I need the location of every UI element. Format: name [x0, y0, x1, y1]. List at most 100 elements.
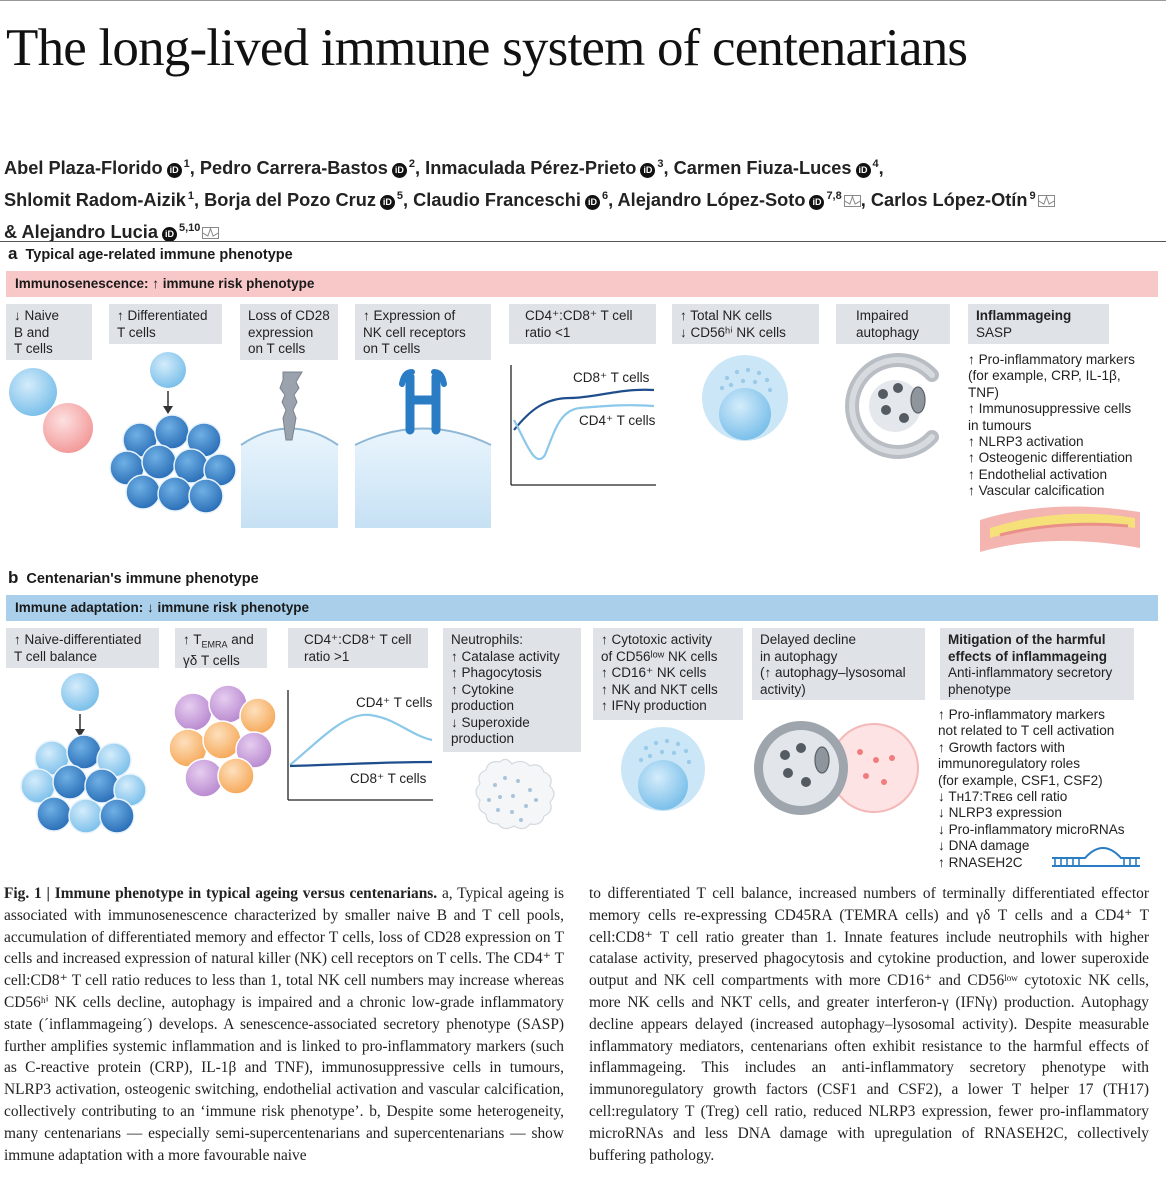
page-title: The long-lived immune system of centenar… — [6, 19, 968, 77]
mitigation-item: ↑ RNASEH2C — [938, 854, 1023, 870]
label-nk-a: ↑ Total NK cells↓ CD56ʰⁱ NK cells — [672, 304, 819, 344]
neutrophil-item: Neutrophils: — [451, 632, 524, 647]
panel-b-letter: b — [8, 568, 19, 587]
author-name[interactable]: & Alejandro Lucia — [4, 222, 158, 243]
differentiated-cluster-icon — [109, 352, 237, 514]
affiliation-number: 7,8 — [826, 190, 842, 203]
panel-a-banner: Immunosenescence: ↑ immune risk phenotyp… — [6, 271, 1158, 297]
figure-illustrations: CD8⁺ T cells CD4⁺ T cells — [9, 352, 1140, 867]
author-name[interactable]: Carmen Fiuza-Luces — [673, 158, 852, 179]
orcid-icon[interactable]: iD — [391, 163, 407, 179]
orcid-icon[interactable]: iD — [166, 163, 182, 179]
ratio-chart-a: CD8⁺ T cells CD4⁺ T cells — [510, 365, 656, 486]
orcid-icon[interactable]: iD — [809, 195, 825, 211]
curve-label-a-top: CD8⁺ T cells — [573, 370, 650, 385]
author-name[interactable]: Carlos López-Otín — [870, 190, 1028, 211]
author-name[interactable]: Abel Plaza-Florido — [4, 158, 163, 179]
mitigation-item: ↓ NLRP3 expression — [938, 805, 1062, 821]
affiliation-number: 3 — [657, 158, 664, 170]
inflammageing-item: (for example, CRP, IL-1β, — [968, 368, 1121, 384]
curve-label-b-bottom: CD8⁺ T cells — [350, 771, 427, 786]
nk-cell-icon-a — [702, 355, 788, 441]
mitigation-item: ↓ Pro-inflammatory microRNAs — [938, 821, 1125, 837]
nk-item: ↑ Cytotoxic activity — [601, 632, 713, 647]
mitigation-item: ↑ Pro-inflammatory markers — [938, 707, 1105, 722]
orcid-icon[interactable]: iD — [640, 163, 656, 179]
dna-icon — [1052, 847, 1140, 867]
section-rule — [0, 241, 1166, 242]
affiliation-number: 1 — [183, 158, 190, 170]
curve-label-b-top: CD4⁺ T cells — [356, 695, 433, 710]
curve-label-a-bottom: CD4⁺ T cells — [579, 413, 656, 428]
nk-item: ↑ NK and NKT cells — [601, 681, 718, 697]
author-name[interactable]: Alejandro López-Soto — [617, 190, 806, 211]
vessel-icon — [980, 506, 1140, 552]
ratio-chart-b: CD4⁺ T cells CD8⁺ T cells — [287, 690, 433, 801]
envelope-icon[interactable] — [1037, 195, 1055, 208]
neutrophil-item: ↑ Catalase activity — [451, 648, 560, 664]
inflammageing-item: ↑ Immunosuppressive cells — [968, 401, 1132, 417]
affiliation-number: 9 — [1029, 190, 1036, 203]
temra-cluster-icon — [168, 684, 277, 798]
mitigation-item: not related to T cell activation — [938, 723, 1115, 739]
affiliation-number: 1 — [187, 190, 195, 203]
orcid-icon[interactable]: iD — [855, 163, 871, 179]
panel-b-heading: b Centenarian's immune phenotype — [8, 568, 259, 588]
panel-a-letter: a — [8, 244, 18, 263]
autophagy-icon-a — [845, 353, 939, 459]
neutrophil-item: ↑ Phagocytosis — [451, 665, 542, 680]
inflammageing-item: ↑ Endothelial activation — [968, 466, 1108, 482]
panel-b-banner: Immune adaptation: ↓ immune risk phenoty… — [6, 595, 1158, 621]
envelope-icon[interactable] — [843, 195, 861, 208]
autophagy-icon-b — [754, 721, 919, 815]
neutrophil-item: ↓ Superoxide — [451, 714, 530, 730]
mitigation-item: ↓ Tʜ17:Tʀᴇɢ cell ratio — [938, 789, 1068, 805]
naive-cell-icon — [9, 368, 93, 453]
author-name[interactable]: Shlomit Radom-Aizik — [4, 190, 186, 211]
nk-item: ↑ IFNγ production — [601, 698, 707, 713]
affiliation-number: 2 — [408, 158, 416, 170]
envelope-icon[interactable] — [202, 227, 220, 240]
caption-column-2: to differentiated T cell balance, increa… — [589, 885, 1149, 1164]
author-name[interactable]: Pedro Carrera-Bastos — [199, 158, 388, 179]
affiliation-number: 6 — [601, 190, 609, 203]
inflammageing-item: ↑ Vascular calcification — [968, 483, 1105, 499]
orcid-icon[interactable]: iD — [379, 195, 395, 211]
author-name[interactable]: Claudio Franceschi — [413, 190, 581, 211]
mitigation-list: ↑ Pro-inflammatory markers not related t… — [938, 707, 1125, 871]
nk-cell-icon-b — [621, 727, 705, 811]
top-rule — [0, 0, 1166, 1]
inflammageing-item: ↑ NLRP3 activation — [968, 434, 1084, 450]
inflammageing-item: ↑ Pro-inflammatory markers — [968, 352, 1135, 367]
caption-column-1: Fig. 1 | Immune phenotype in typical age… — [4, 883, 564, 1166]
mitigation-item: ↑ Growth factors with — [938, 739, 1065, 755]
nk-item: ↑ CD16⁺ NK cells — [601, 665, 707, 680]
caption-text-1: a, Typical ageing is associated with imm… — [4, 885, 564, 1164]
inflammageing-item: TNF) — [968, 384, 999, 400]
nk-receptor-icon — [354, 369, 492, 528]
neutrophil-item: ↑ Cytokine — [451, 681, 515, 697]
author-name[interactable]: Inmaculada Pérez-Prieto — [425, 158, 637, 179]
nk-item: of CD56ˡᵒʷ NK cells — [601, 648, 718, 664]
label-nk-b: ↑ Cytotoxic activity of CD56ˡᵒʷ NK cells… — [593, 628, 743, 720]
caption-lead: Fig. 1 | Immune phenotype in typical age… — [4, 885, 438, 902]
author-name[interactable]: Borja del Pozo Cruz — [204, 190, 376, 211]
panel-b-title: Centenarian's immune phenotype — [26, 571, 259, 587]
affiliation-number: 5,10 — [178, 222, 201, 235]
cd28-membrane-icon — [240, 371, 339, 528]
orcid-icon[interactable]: iD — [161, 227, 177, 243]
label-neutrophils: Neutrophils:↑ Catalase activity↑ Phagocy… — [443, 628, 581, 752]
orcid-icon[interactable]: iD — [584, 195, 600, 211]
affiliation-number: 5 — [396, 190, 404, 203]
neutrophil-item: production — [451, 698, 515, 713]
